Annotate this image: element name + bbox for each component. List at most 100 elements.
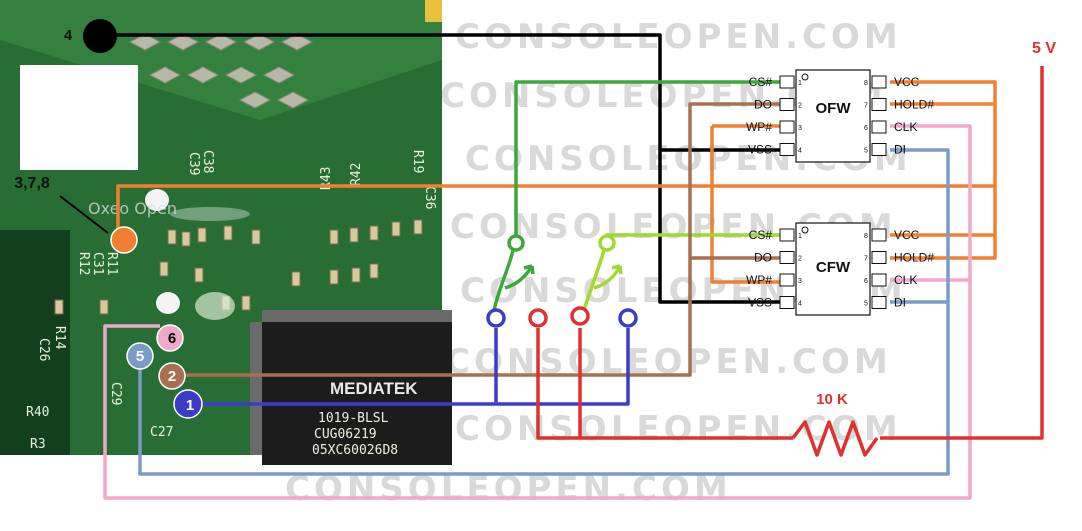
silk-label: C26 bbox=[36, 338, 51, 361]
pin-label-clk: CLK bbox=[894, 273, 917, 287]
pin-number: 8 bbox=[864, 80, 868, 87]
pin-label-do: DO bbox=[754, 98, 772, 112]
resistor-zigzag bbox=[791, 420, 879, 457]
silk-label: R12 bbox=[76, 252, 91, 275]
silk-label: R43 bbox=[319, 167, 334, 190]
silk-label: R11 bbox=[104, 252, 119, 275]
switch-terminal bbox=[486, 308, 506, 328]
pin-pad bbox=[779, 296, 795, 309]
ic-marking: 05XC60026D8 bbox=[312, 443, 398, 458]
point-label: 4 bbox=[64, 27, 73, 44]
chip-cfw: CFW bbox=[795, 222, 871, 316]
pin-label-vcc: VCC bbox=[894, 228, 920, 242]
point-label: 1 bbox=[186, 397, 194, 414]
pin-pad bbox=[779, 75, 795, 89]
point-label: 3,7,8 bbox=[14, 175, 50, 192]
switch-blade bbox=[492, 249, 515, 311]
point-dot bbox=[158, 362, 186, 390]
pin-pad bbox=[871, 143, 887, 156]
pin-number: 1 bbox=[798, 233, 802, 240]
pin-label-vss: VSS bbox=[748, 296, 772, 310]
pin-label-vss: VSS bbox=[748, 143, 772, 157]
pin-number: 5 bbox=[864, 148, 868, 155]
pin-pad bbox=[871, 273, 887, 287]
pin-pad bbox=[871, 296, 887, 309]
silk-label: C38 bbox=[200, 150, 215, 173]
pin-pad bbox=[779, 98, 795, 111]
wire-switch-common bbox=[195, 328, 630, 406]
pin-number: 6 bbox=[864, 125, 868, 132]
pad-blob bbox=[156, 292, 180, 314]
point-dot bbox=[173, 389, 203, 419]
silk-label: R40 bbox=[26, 405, 49, 420]
pin-number: 8 bbox=[864, 233, 868, 240]
label-pointer bbox=[59, 195, 109, 234]
pcb-photo: MEDIATEK 1019-BLSL CUG06219 05XC60026D8 … bbox=[0, 0, 452, 465]
watermark-text: CONSOLEOPEN.COM bbox=[455, 17, 902, 57]
switch-blade bbox=[582, 249, 606, 311]
wire-cs-ofw bbox=[514, 80, 780, 243]
pad-blob bbox=[145, 189, 169, 211]
chip-body bbox=[795, 69, 871, 163]
wire-clk bbox=[103, 124, 972, 500]
pin-label-vcc: VCC bbox=[894, 75, 920, 89]
ic-leads bbox=[262, 310, 452, 322]
pin-label-do: DO bbox=[754, 251, 772, 265]
switch-terminal bbox=[618, 308, 638, 328]
ic-marking: 1019-BLSL bbox=[318, 411, 389, 426]
point-label: 2 bbox=[168, 368, 176, 385]
silk-label: C31 bbox=[90, 252, 105, 275]
pin-pad bbox=[779, 120, 795, 134]
pin-pad bbox=[871, 228, 887, 242]
wire-pullup bbox=[536, 66, 1044, 440]
point-dot bbox=[126, 342, 154, 370]
glare-spot bbox=[170, 207, 250, 221]
pin1-marker bbox=[801, 226, 809, 234]
point-4: 4 bbox=[64, 19, 117, 53]
board-watermark: Oxeo Open bbox=[88, 199, 177, 218]
pin-pad bbox=[779, 143, 795, 156]
silk-label: C39 bbox=[186, 152, 201, 175]
pin-number: 4 bbox=[798, 301, 802, 308]
point-5: 5 bbox=[126, 342, 154, 370]
silk-label: C36 bbox=[422, 186, 437, 209]
pin-pad bbox=[779, 251, 795, 264]
pin-number: 3 bbox=[798, 278, 802, 285]
point-dot bbox=[110, 226, 138, 254]
silkscreen: R19 C39 C38 R43 R42 C36 R12 C31 R11 C26 … bbox=[26, 150, 437, 452]
glare-spot bbox=[195, 292, 235, 320]
pin-label-hold: HOLD# bbox=[894, 251, 934, 265]
pin-number: 7 bbox=[864, 256, 868, 263]
ic-leads bbox=[250, 322, 262, 455]
switch-terminal bbox=[528, 308, 548, 328]
wire-wp-vcc-hold bbox=[116, 80, 997, 284]
ic-body bbox=[262, 310, 452, 465]
switch-cfw bbox=[582, 234, 623, 311]
wire-do bbox=[180, 102, 780, 377]
watermark-text: CONSOLEOPEN.COM bbox=[455, 409, 902, 449]
pin-label-wp: WP# bbox=[746, 120, 772, 134]
blank-area bbox=[20, 65, 138, 170]
pin-label-clk: CLK bbox=[894, 120, 917, 134]
pin-pad bbox=[779, 228, 795, 242]
main-ic: MEDIATEK 1019-BLSL CUG06219 05XC60026D8 bbox=[250, 310, 452, 465]
point-3-7-8: 3,7,8 bbox=[14, 175, 138, 254]
point-1: 1 bbox=[173, 389, 203, 419]
pin-pad bbox=[779, 273, 795, 287]
silk-label: R19 bbox=[410, 150, 425, 173]
resistor-label: 10 K bbox=[816, 391, 848, 408]
pin-pad bbox=[871, 251, 887, 264]
ic-marking: CUG06219 bbox=[314, 427, 377, 442]
switch-terminal bbox=[570, 306, 590, 326]
pin-number: 5 bbox=[864, 301, 868, 308]
supply-label: 5 V bbox=[1032, 40, 1056, 57]
switch-ofw bbox=[492, 234, 535, 311]
switch-arrow bbox=[504, 264, 535, 290]
gold-pad bbox=[425, 0, 442, 22]
pin-label-di: DI bbox=[894, 143, 906, 157]
switch-terminal bbox=[507, 234, 525, 252]
silk-label: R14 bbox=[52, 326, 67, 350]
pin-pad bbox=[871, 75, 887, 89]
